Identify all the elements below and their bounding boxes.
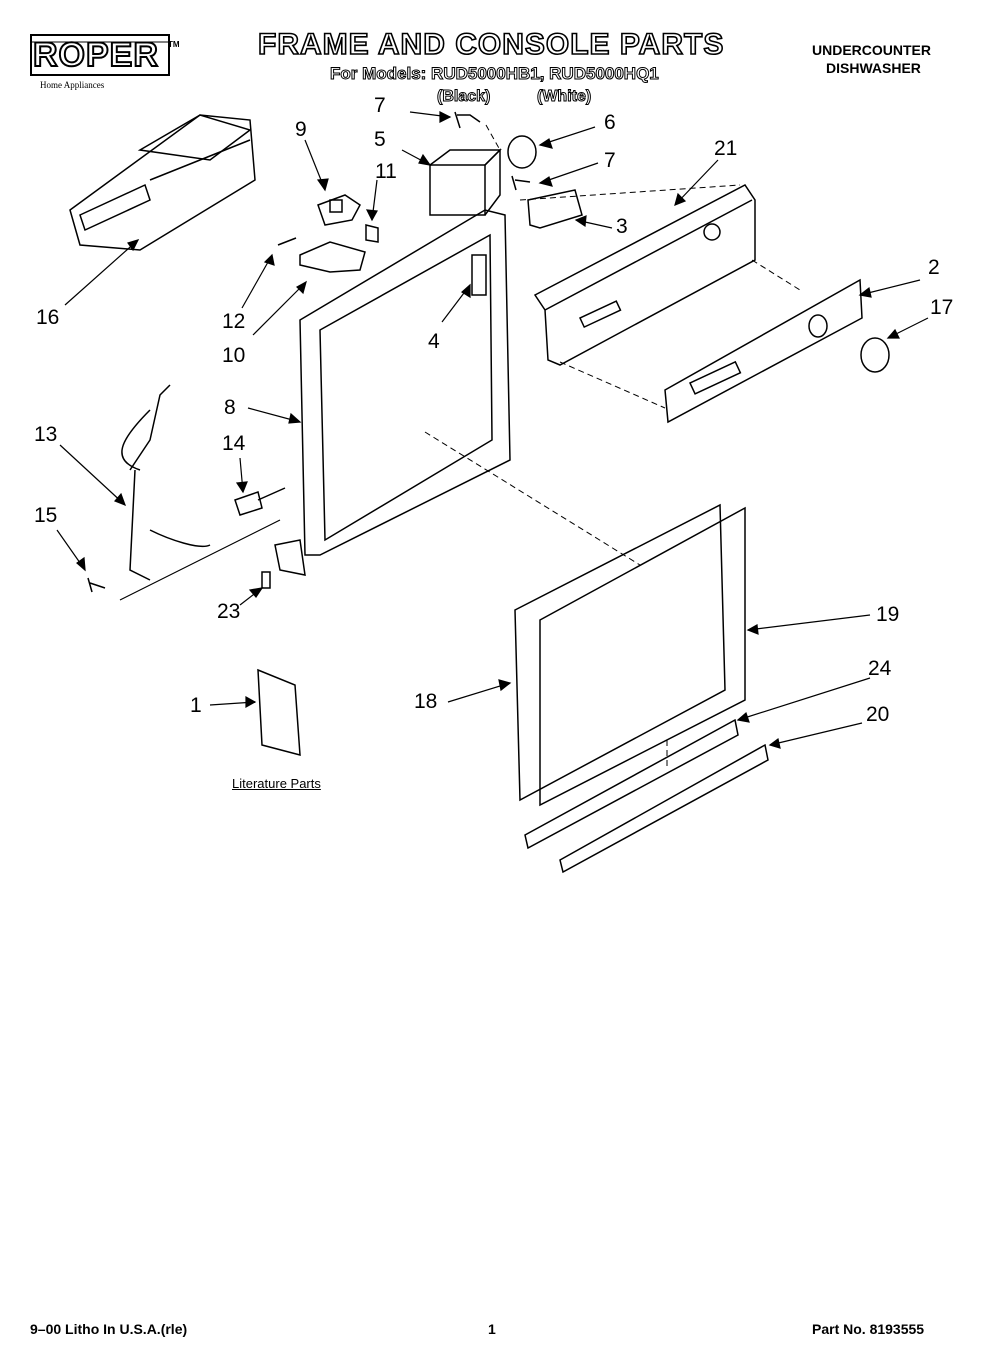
literature-parts-label: Literature Parts <box>232 776 321 791</box>
brand-tagline: Home Appliances <box>40 80 105 90</box>
part-23-clip <box>261 571 271 589</box>
callout-1: 1 <box>190 694 202 717</box>
variant-black: (Black) <box>436 88 491 106</box>
callout-23: 23 <box>217 600 241 623</box>
part-24-trim <box>524 718 739 850</box>
callout-6: 6 <box>604 111 616 134</box>
part-13-harness <box>121 384 211 581</box>
part-7-screw-top <box>454 111 481 129</box>
part-8-door-frame <box>274 209 511 576</box>
part-19-outer-panel <box>539 506 746 807</box>
part-6-cam <box>507 135 537 169</box>
callout-4: 4 <box>428 330 440 353</box>
roper-logo-frame <box>30 34 170 76</box>
variant-white: (White) <box>536 88 592 106</box>
trademark-mark: TM <box>168 40 180 49</box>
callout-19: 19 <box>876 603 900 626</box>
part-11-clip <box>365 224 379 243</box>
callout-3: 3 <box>616 215 628 238</box>
model-list: For Models: RUD5000HB1, RUD5000HQ1 <box>330 64 660 84</box>
part-18-door-panel <box>514 503 726 802</box>
part-5-timer <box>429 148 502 216</box>
part-15-screw <box>87 577 106 593</box>
callout-11: 11 <box>375 160 397 183</box>
part-3-bracket <box>527 189 583 229</box>
part-14-sensor <box>234 487 286 516</box>
part-16-housing <box>69 114 256 251</box>
callout-15: 15 <box>34 504 58 527</box>
part-1-literature <box>257 668 301 756</box>
part-21-console <box>533 184 756 366</box>
callout-16: 16 <box>36 306 60 329</box>
callout-7b: 7 <box>604 149 616 172</box>
callout-5: 5 <box>374 128 386 151</box>
category-line-1: UNDERCOUNTER <box>812 42 931 58</box>
callout-7a: 7 <box>374 94 386 117</box>
footer-page-number: 1 <box>488 1321 496 1337</box>
callout-21: 21 <box>714 137 738 160</box>
callout-9: 9 <box>295 118 307 141</box>
part-2-panel <box>664 278 863 424</box>
page-title: FRAME AND CONSOLE PARTS <box>257 27 725 62</box>
callout-12: 12 <box>222 310 246 333</box>
callout-10: 10 <box>222 344 246 367</box>
part-20-trim <box>559 743 769 874</box>
part-4-latch <box>471 254 487 296</box>
callout-8: 8 <box>224 396 236 419</box>
callout-20: 20 <box>866 703 890 726</box>
callout-17: 17 <box>930 296 954 319</box>
callout-13: 13 <box>34 423 58 446</box>
part-12-pin <box>277 237 297 246</box>
part-7-screw-mid <box>511 175 531 191</box>
part-10-bracket <box>299 241 366 273</box>
category-line-2: DISHWASHER <box>826 60 921 76</box>
part-17-knob <box>860 337 890 373</box>
callout-24: 24 <box>868 657 892 680</box>
roper-logo: ROPER <box>32 35 159 75</box>
footer-part-number: Part No. 8193555 <box>812 1321 925 1337</box>
callout-18: 18 <box>414 690 438 713</box>
footer-litho: 9–00 Litho In U.S.A.(rle) <box>30 1321 188 1337</box>
part-9-switch <box>317 194 361 226</box>
callout-14: 14 <box>222 432 246 455</box>
callout-2: 2 <box>928 256 940 279</box>
